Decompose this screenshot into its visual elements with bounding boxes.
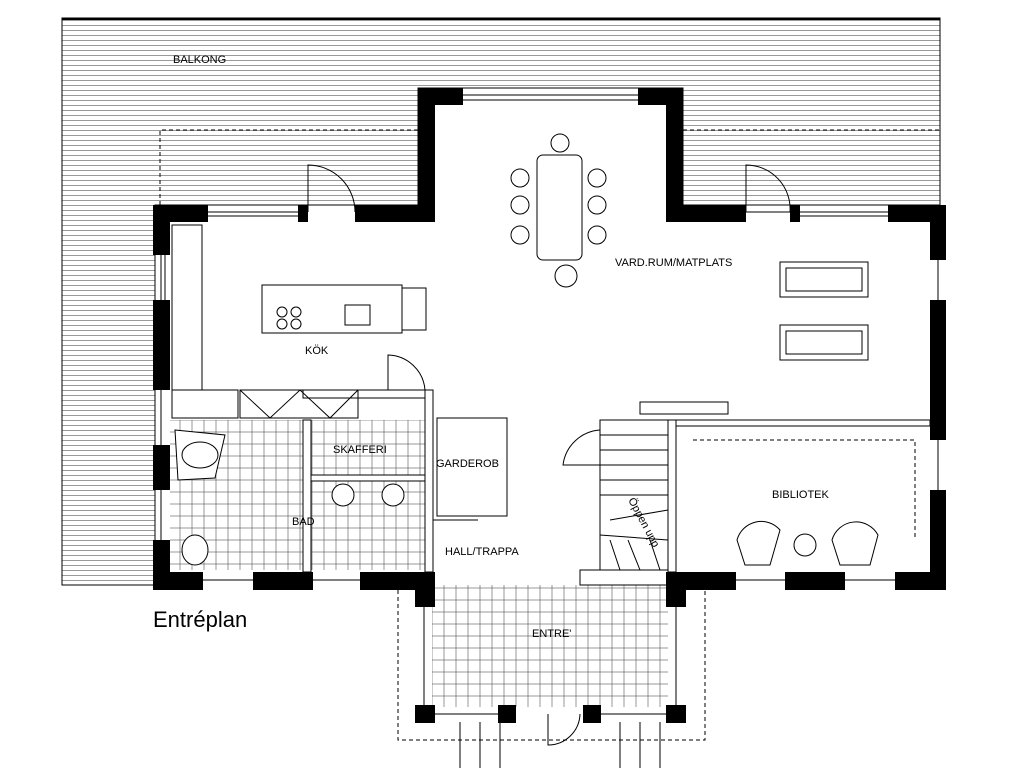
room-label-balkong: BALKONG	[173, 54, 226, 66]
room-label-entre: ENTRE'	[532, 628, 571, 640]
dining-table	[510, 133, 607, 288]
room-label-kok: KÖK	[305, 345, 329, 357]
room-label-skafferi: SKAFFERI	[333, 444, 387, 456]
plan-title: Entréplan	[153, 607, 247, 632]
sofas	[639, 261, 869, 415]
bath-fixtures	[174, 429, 405, 566]
wardrobe	[436, 417, 508, 517]
windows	[160, 94, 939, 715]
kitchen-fixtures	[171, 224, 427, 419]
stair	[579, 419, 669, 586]
entry-steps	[397, 590, 706, 768]
library-furniture	[693, 439, 916, 566]
doors	[307, 164, 791, 746]
room-label-bad: BAD	[292, 516, 315, 528]
room-label-vardrum: VARD.RUM/MATPLATS	[615, 257, 732, 269]
room-label-garderob: GARDEROB	[436, 458, 499, 470]
walls	[153, 88, 946, 723]
entry-tiles	[432, 585, 668, 707]
room-label-hall: HALL/TRAPPA	[445, 546, 519, 558]
room-label-bibliotek: BIBLIOTEK	[772, 489, 830, 501]
stair-label: Öppen upp	[625, 496, 661, 550]
